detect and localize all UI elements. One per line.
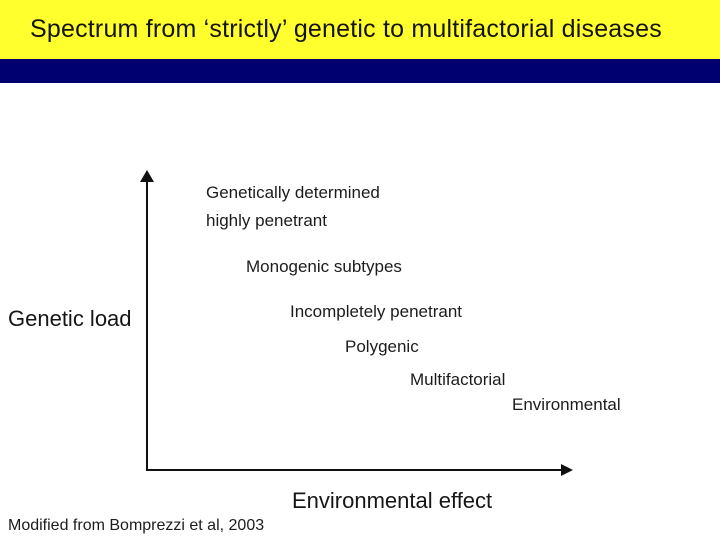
slide-title: Spectrum from ‘strictly’ genetic to mult… bbox=[30, 15, 662, 43]
x-axis-label: Environmental effect bbox=[292, 488, 493, 513]
y-axis-line bbox=[146, 180, 148, 471]
y-axis-arrow-icon bbox=[140, 170, 154, 182]
x-axis-arrow-icon bbox=[561, 464, 573, 476]
title-banner: Spectrum from ‘strictly’ genetic to mult… bbox=[0, 0, 720, 59]
label-monogenic-subtypes: Monogenic subtypes bbox=[246, 257, 402, 276]
attribution-text: Modified from Bomprezzi et al, 2003 bbox=[8, 517, 265, 534]
divider-bar bbox=[0, 59, 720, 83]
label-polygenic: Polygenic bbox=[345, 337, 419, 356]
label-environmental: Environmental bbox=[512, 395, 621, 414]
label-incompletely-penetrant: Incompletely penetrant bbox=[290, 302, 462, 321]
x-axis-line bbox=[146, 469, 562, 471]
label-multifactorial: Multifactorial bbox=[410, 370, 506, 389]
label-highly-penetrant: highly penetrant bbox=[206, 211, 327, 230]
label-genetically-determined: Genetically determined bbox=[206, 183, 380, 202]
y-axis-label: Genetic load bbox=[8, 306, 132, 331]
